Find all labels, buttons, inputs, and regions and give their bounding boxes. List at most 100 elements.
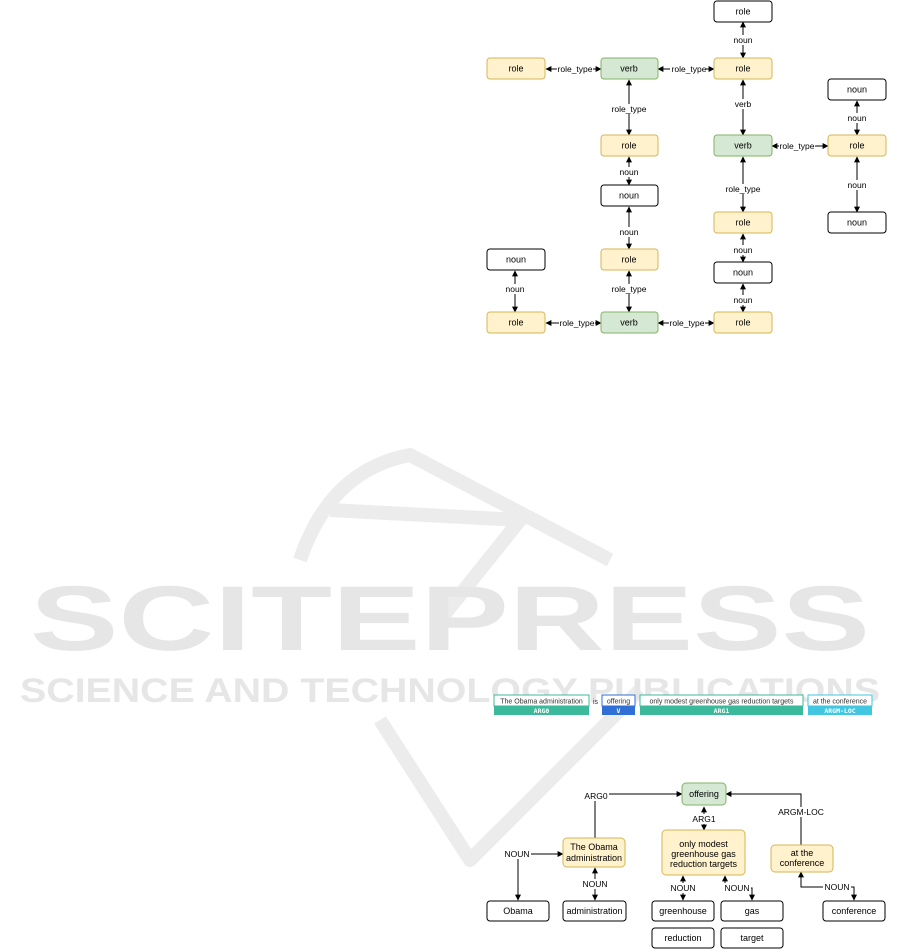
- schema-node-noun-a: noun: [600, 184, 659, 207]
- edge-label-v2-right: role_type: [780, 141, 815, 151]
- schema-node-role-right: role: [827, 134, 887, 157]
- schema-node-top: role: [713, 0, 773, 23]
- svg-text:noun: noun: [619, 191, 639, 201]
- watermark-title: SCITEPRESS: [30, 568, 870, 670]
- edge-label-v3-left: role_type: [560, 318, 595, 328]
- svg-text:gas: gas: [745, 906, 760, 916]
- srl-span-arg0: The Obama administration ARG0: [493, 694, 590, 715]
- edge-label-noun-conf: NOUN: [824, 882, 849, 892]
- edge-label-na-rb: noun: [620, 227, 639, 237]
- svg-text:role: role: [621, 255, 636, 265]
- edge-label-v1-mid: role_type: [672, 64, 707, 74]
- instance-node-gas: gas: [720, 900, 784, 922]
- instance-node-target: target: [720, 927, 784, 949]
- svg-text:The Obama: The Obama: [570, 842, 618, 852]
- edge-label-arg0: ARG0: [584, 791, 607, 801]
- schema-node-noun-left: noun: [486, 248, 546, 271]
- schema-node-noun-right-bot: noun: [827, 211, 887, 234]
- schema-node-noun-right-top: noun: [827, 78, 887, 101]
- edge-argm-loc: [725, 791, 802, 845]
- edge-label-noun-admin: NOUN: [582, 879, 607, 889]
- instance-node-obama: Obama: [486, 900, 550, 922]
- svg-text:role: role: [508, 318, 523, 328]
- svg-text:offering: offering: [607, 699, 630, 706]
- instance-node-conference: conference: [822, 900, 886, 922]
- edge-label-noun-gas: NOUN: [724, 883, 749, 893]
- schema-node-role-a: role: [600, 134, 659, 157]
- instance-node-obama-administration: The Obama administration: [562, 837, 626, 868]
- edge-label-v1-left: role_type: [558, 64, 593, 74]
- edge-label-v1-down: role_type: [612, 104, 647, 114]
- instance-node-reduction: reduction: [651, 927, 715, 949]
- edge-label-v3-rd: role_type: [670, 318, 705, 328]
- srl-tag-verb: V: [617, 707, 621, 715]
- edge-label-noun-obama: NOUN: [504, 849, 529, 859]
- svg-text:The Obama administration: The Obama administration: [500, 699, 583, 706]
- instance-node-conference-phrase: at the conference: [770, 844, 834, 873]
- svg-text:role: role: [508, 64, 523, 74]
- schema-graph: noun role_type role_type role_type verb …: [486, 0, 887, 334]
- svg-text:role: role: [849, 141, 864, 151]
- edge-label-top: noun: [734, 35, 753, 45]
- edge-noun-obama: [515, 851, 564, 901]
- schema-node-noun-c: noun: [713, 261, 773, 284]
- schema-node-role-left1: role: [486, 57, 546, 80]
- schema-node-role-d: role: [713, 311, 773, 334]
- edge-label-rc-nc: noun: [734, 245, 753, 255]
- instance-nodes: offering The Obama administration only m…: [486, 782, 886, 949]
- instance-node-offering: offering: [681, 782, 727, 806]
- srl-span-verb: offering V: [601, 694, 636, 715]
- schema-node-role-c: role: [713, 211, 773, 234]
- watermark-book-logo: [293, 448, 645, 867]
- instance-node-arg1-phrase: only modest greenhouse gas reduction tar…: [661, 829, 746, 876]
- svg-text:verb: verb: [620, 318, 638, 328]
- edge-label-ra-na: noun: [620, 167, 639, 177]
- svg-text:role: role: [735, 318, 750, 328]
- svg-text:offering: offering: [689, 789, 719, 799]
- svg-text:noun: noun: [506, 255, 526, 265]
- svg-text:administration: administration: [566, 853, 622, 863]
- svg-text:noun: noun: [733, 268, 753, 278]
- edge-label-v2-rc: role_type: [726, 184, 761, 194]
- svg-text:reduction: reduction: [664, 933, 701, 943]
- svg-text:role: role: [735, 64, 750, 74]
- edge-label-mid-v2: verb: [735, 99, 752, 109]
- edge-label-noun-green: NOUN: [670, 883, 695, 893]
- srl-span-argm-loc: at the conference ARGM-LOC: [807, 694, 873, 715]
- edge-label-argm-loc: ARGM-LOC: [778, 807, 824, 817]
- schema-node-role-mid1: role: [713, 57, 773, 80]
- schema-edge-labels: noun role_type role_type role_type verb …: [505, 35, 867, 328]
- edge-label-rr-nrb: noun: [848, 180, 867, 190]
- svg-text:noun: noun: [847, 218, 867, 228]
- instance-node-greenhouse: greenhouse: [651, 900, 715, 922]
- svg-text:only modest greenhouse gas red: only modest greenhouse gas reduction tar…: [650, 699, 794, 706]
- svg-text:verb: verb: [620, 64, 638, 74]
- schema-node-role-left2: role: [486, 311, 546, 334]
- srl-tag-arg1: ARG1: [714, 707, 730, 715]
- svg-text:role: role: [735, 7, 750, 17]
- svg-text:at the: at the: [791, 848, 814, 858]
- svg-text:conference: conference: [780, 858, 825, 868]
- svg-text:greenhouse gas: greenhouse gas: [671, 849, 736, 859]
- svg-text:role: role: [735, 218, 750, 228]
- svg-text:only modest: only modest: [679, 839, 728, 849]
- edge-label-arg1: ARG1: [692, 814, 715, 824]
- svg-text:reduction targets: reduction targets: [670, 859, 738, 869]
- schema-node-verb2: verb: [713, 134, 773, 157]
- schema-node-verb1: verb: [600, 57, 659, 80]
- svg-text:verb: verb: [734, 141, 752, 151]
- svg-text:administration: administration: [566, 906, 622, 916]
- svg-text:role: role: [621, 141, 636, 151]
- svg-text:conference: conference: [832, 906, 877, 916]
- instance-edge-labels: ARG0 ARG1 ARGM-LOC NOUN NOUN NOUN NOUN N…: [503, 791, 851, 893]
- srl-sentence: The Obama administration ARG0 is offerin…: [493, 694, 873, 715]
- svg-text:Obama: Obama: [503, 906, 533, 916]
- srl-word-is: is: [593, 699, 599, 706]
- srl-tag-argm-loc: ARGM-LOC: [824, 707, 855, 715]
- svg-text:at the conference: at the conference: [813, 699, 867, 706]
- svg-text:greenhouse: greenhouse: [659, 906, 707, 916]
- edge-label-nrt-rr: noun: [848, 113, 867, 123]
- instance-node-administration: administration: [562, 900, 627, 922]
